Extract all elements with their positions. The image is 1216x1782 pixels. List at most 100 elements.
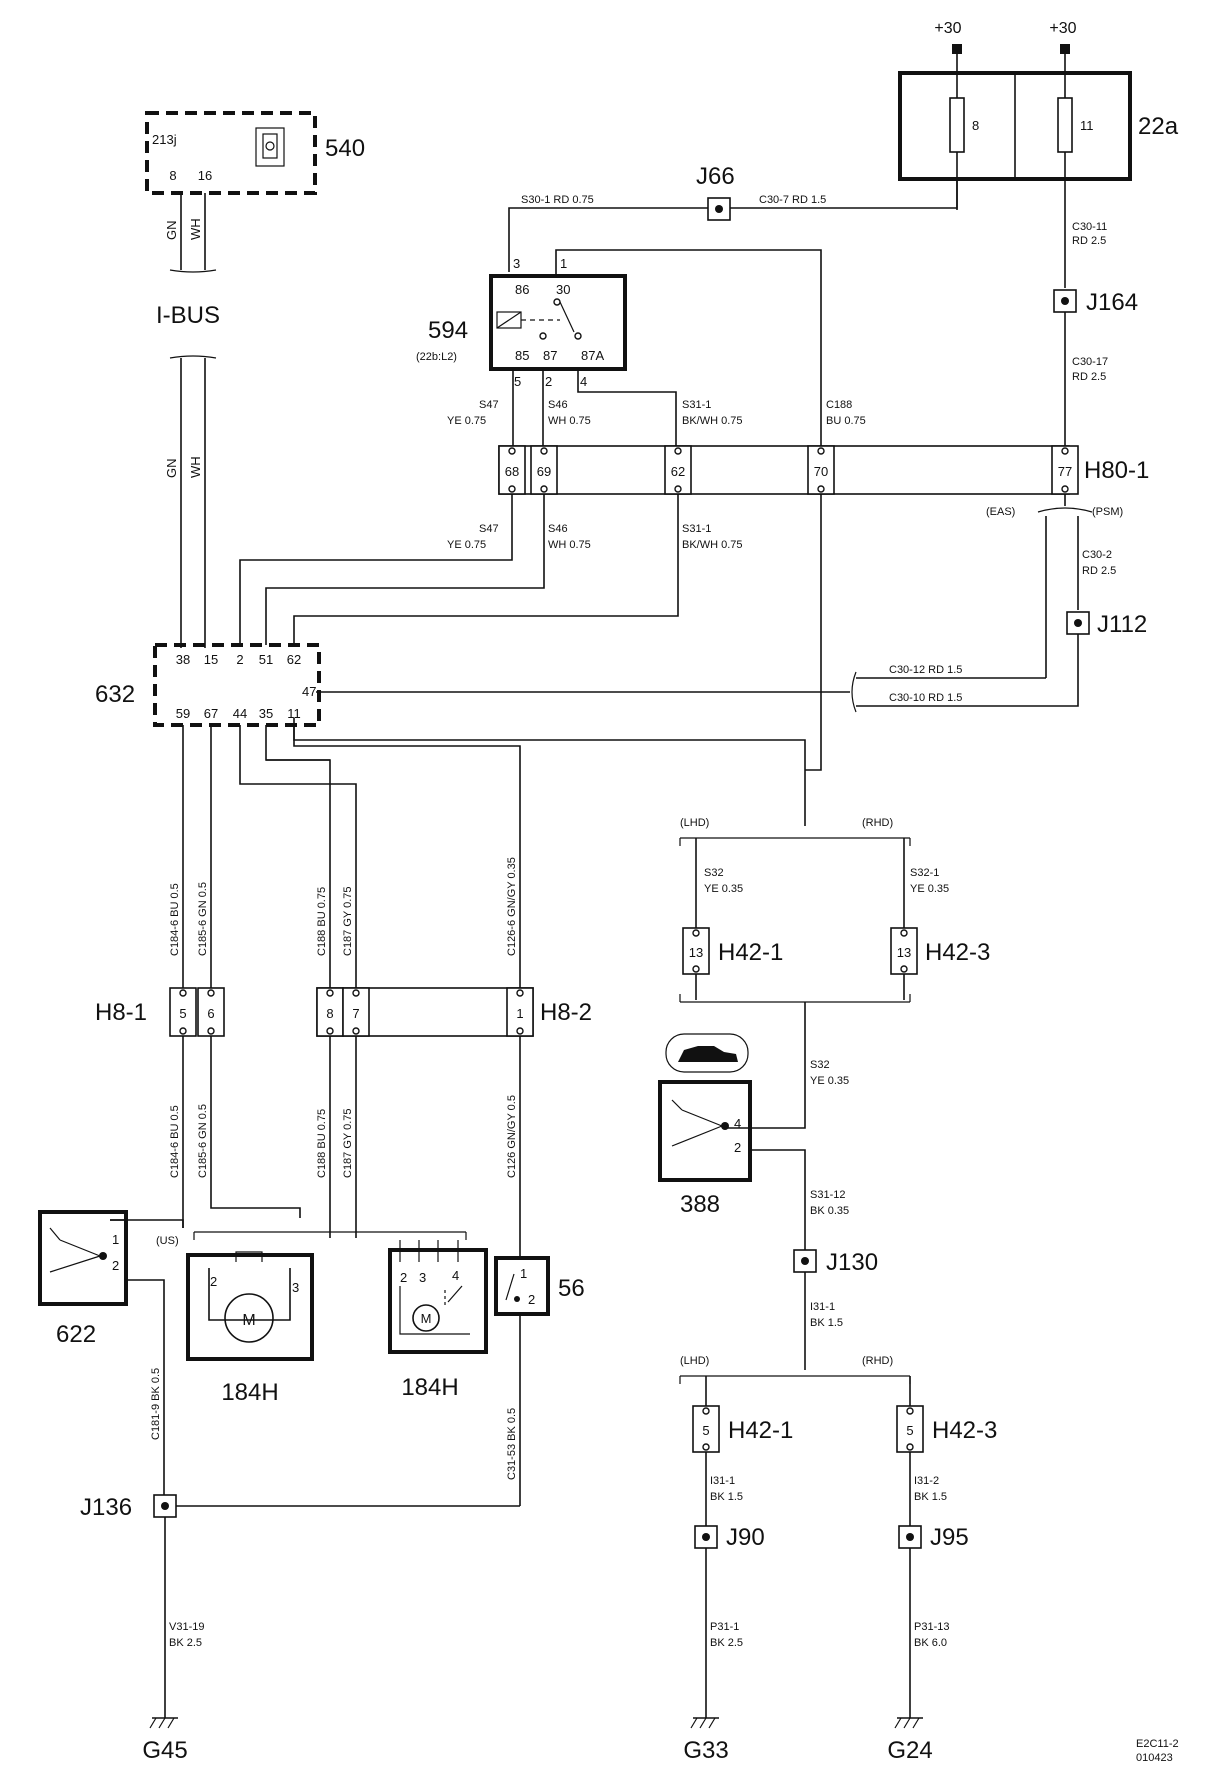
svg-text:H8-1: H8-1: [95, 999, 147, 1026]
motor-184h-left: 2 3 M 184H: [186, 1251, 314, 1406]
svg-text:2: 2: [545, 374, 552, 389]
svg-text:J66: J66: [696, 163, 735, 190]
svg-text:(LHD): (LHD): [680, 1355, 709, 1367]
svg-text:H42-3: H42-3: [932, 1417, 997, 1444]
svg-text:M: M: [242, 1312, 255, 1329]
lhd-rhd-lower: (LHD) (RHD): [679, 1355, 911, 1408]
switch-56: 1 2 56 C31-53 BK 0.5: [494, 1256, 585, 1506]
svg-text:184H: 184H: [221, 1379, 278, 1406]
svg-text:BK 1.5: BK 1.5: [710, 1491, 743, 1503]
svg-text:S30-1 RD 0.75: S30-1 RD 0.75: [521, 194, 594, 206]
switch-388: 4 2 388 S31-12 BK 0.35: [658, 1033, 849, 1250]
junction-j66: J66: [696, 163, 735, 221]
svg-text:BK/WH 0.75: BK/WH 0.75: [682, 415, 743, 427]
svg-text:C187 GY 0.75: C187 GY 0.75: [342, 886, 354, 956]
svg-text:86: 86: [515, 282, 529, 297]
svg-text:(LHD): (LHD): [680, 817, 709, 829]
svg-text:H42-3: H42-3: [925, 939, 990, 966]
svg-text:G45: G45: [142, 1737, 187, 1764]
svg-text:(RHD): (RHD): [862, 1355, 893, 1367]
svg-text:15: 15: [204, 652, 218, 667]
footer-code: E2C11-2 010423: [1136, 1738, 1179, 1764]
wires-632-bottom: C184-6 BU 0.5 C185-6 GN 0.5 C188 BU 0.75…: [169, 725, 521, 988]
wires-h80-to-632: S47 YE 0.75 S46 WH 0.75 S31-1 BK/WH 0.75: [239, 494, 743, 645]
svg-text:C30-10 RD 1.5: C30-10 RD 1.5: [889, 692, 962, 704]
svg-text:(US): (US): [156, 1235, 179, 1247]
wire-s30-1: S30-1 RD 0.75: [508, 194, 708, 272]
svg-text:C126-6 GN/GY 0.35: C126-6 GN/GY 0.35: [506, 857, 518, 956]
bus-label: I-BUS: [156, 302, 220, 329]
svg-text:C188 BU 0.75: C188 BU 0.75: [316, 887, 328, 956]
svg-text:S46: S46: [548, 399, 568, 411]
svg-text:I31-1: I31-1: [810, 1301, 835, 1313]
svg-text:5: 5: [906, 1423, 913, 1438]
svg-text:WH: WH: [188, 218, 203, 240]
svg-text:E2C11-2: E2C11-2: [1136, 1738, 1179, 1750]
connector-h8-2: 8 7 1 H8-2: [316, 987, 592, 1037]
svg-text:WH: WH: [188, 456, 203, 478]
connector-h42-1-upper: 13 H42-1: [682, 927, 783, 975]
svg-text:8: 8: [326, 1006, 333, 1021]
svg-text:S31-12: S31-12: [810, 1189, 845, 1201]
ground-g33: G33: [683, 1717, 729, 1764]
wire-c188-top: C188 BU 0.75: [555, 249, 866, 446]
svg-text:J130: J130: [826, 1249, 878, 1276]
ibus-top-wires: GN WH I-BUS GN WH: [156, 193, 220, 648]
motor-184h-right: 2 3 4 M 184H: [388, 1240, 488, 1401]
svg-text:P31-13: P31-13: [914, 1621, 949, 1633]
svg-text:594: 594: [428, 317, 468, 344]
wire-c30-7: C30-7 RD 1.5: [730, 179, 958, 209]
svg-text:I31-1: I31-1: [710, 1475, 735, 1487]
svg-text:I31-2: I31-2: [914, 1475, 939, 1487]
svg-text:C30-12 RD 1.5: C30-12 RD 1.5: [889, 664, 962, 676]
junction-j136: J136 V31-19 BK 2.5: [80, 1494, 520, 1718]
svg-text:S47: S47: [479, 399, 499, 411]
svg-text:1: 1: [516, 1006, 523, 1021]
svg-text:13: 13: [897, 945, 911, 960]
svg-text:C30-17: C30-17: [1072, 356, 1108, 368]
connector-h42-3-upper: 13 H42-3: [890, 927, 990, 975]
svg-text:47: 47: [302, 684, 316, 699]
svg-text:35: 35: [259, 706, 273, 721]
us-option-bar: (US): [110, 1219, 467, 1247]
svg-text:S32-1: S32-1: [910, 867, 939, 879]
component-id: 22a: [1138, 113, 1179, 140]
svg-text:G24: G24: [887, 1737, 932, 1764]
car-icon: [678, 1046, 738, 1062]
svg-text:WH 0.75: WH 0.75: [548, 415, 591, 427]
svg-text:77: 77: [1058, 464, 1072, 479]
svg-text:(PSM): (PSM): [1092, 506, 1123, 518]
supply-label: +30: [934, 20, 961, 37]
svg-text:S31-1: S31-1: [682, 523, 711, 535]
svg-text:62: 62: [287, 652, 301, 667]
svg-text:RD 2.5: RD 2.5: [1072, 371, 1106, 383]
svg-text:YE 0.35: YE 0.35: [810, 1075, 849, 1087]
connector-h42-1-lower: 5 H42-1 I31-1 BK 1.5: [692, 1405, 793, 1526]
lhd-rhd-upper-merge: S32 YE 0.35: [679, 974, 911, 1129]
svg-text:BK 1.5: BK 1.5: [810, 1317, 843, 1329]
fuse-box-22a: +30 +30 8 11 22a: [898, 20, 1179, 288]
svg-text:8: 8: [169, 168, 176, 183]
svg-text:C184-6 BU 0.5: C184-6 BU 0.5: [169, 883, 181, 956]
svg-text:38: 38: [176, 652, 190, 667]
svg-text:J95: J95: [930, 1524, 969, 1551]
svg-text:69: 69: [537, 464, 551, 479]
svg-text:70: 70: [814, 464, 828, 479]
svg-text:3: 3: [292, 1280, 299, 1295]
svg-text:1: 1: [560, 256, 567, 271]
connector-h42-3-lower: 5 H42-3 I31-2 BK 1.5: [896, 1405, 997, 1526]
svg-text:YE 0.35: YE 0.35: [704, 883, 743, 895]
svg-text:2: 2: [236, 652, 243, 667]
svg-text:BK 0.35: BK 0.35: [810, 1205, 849, 1217]
svg-text:622: 622: [56, 1321, 96, 1348]
ground-g24: G24: [887, 1717, 933, 1764]
svg-text:632: 632: [95, 681, 135, 708]
svg-text:(RHD): (RHD): [862, 817, 893, 829]
svg-text:BK 2.5: BK 2.5: [169, 1637, 202, 1649]
wires-relay-to-h80: S47 YE 0.75 S46 WH 0.75 S31-1 BK/WH 0.75: [447, 369, 743, 446]
svg-text:16: 16: [198, 168, 212, 183]
svg-text:87: 87: [543, 348, 557, 363]
svg-text:2: 2: [210, 1274, 217, 1289]
svg-text:J164: J164: [1086, 289, 1138, 316]
